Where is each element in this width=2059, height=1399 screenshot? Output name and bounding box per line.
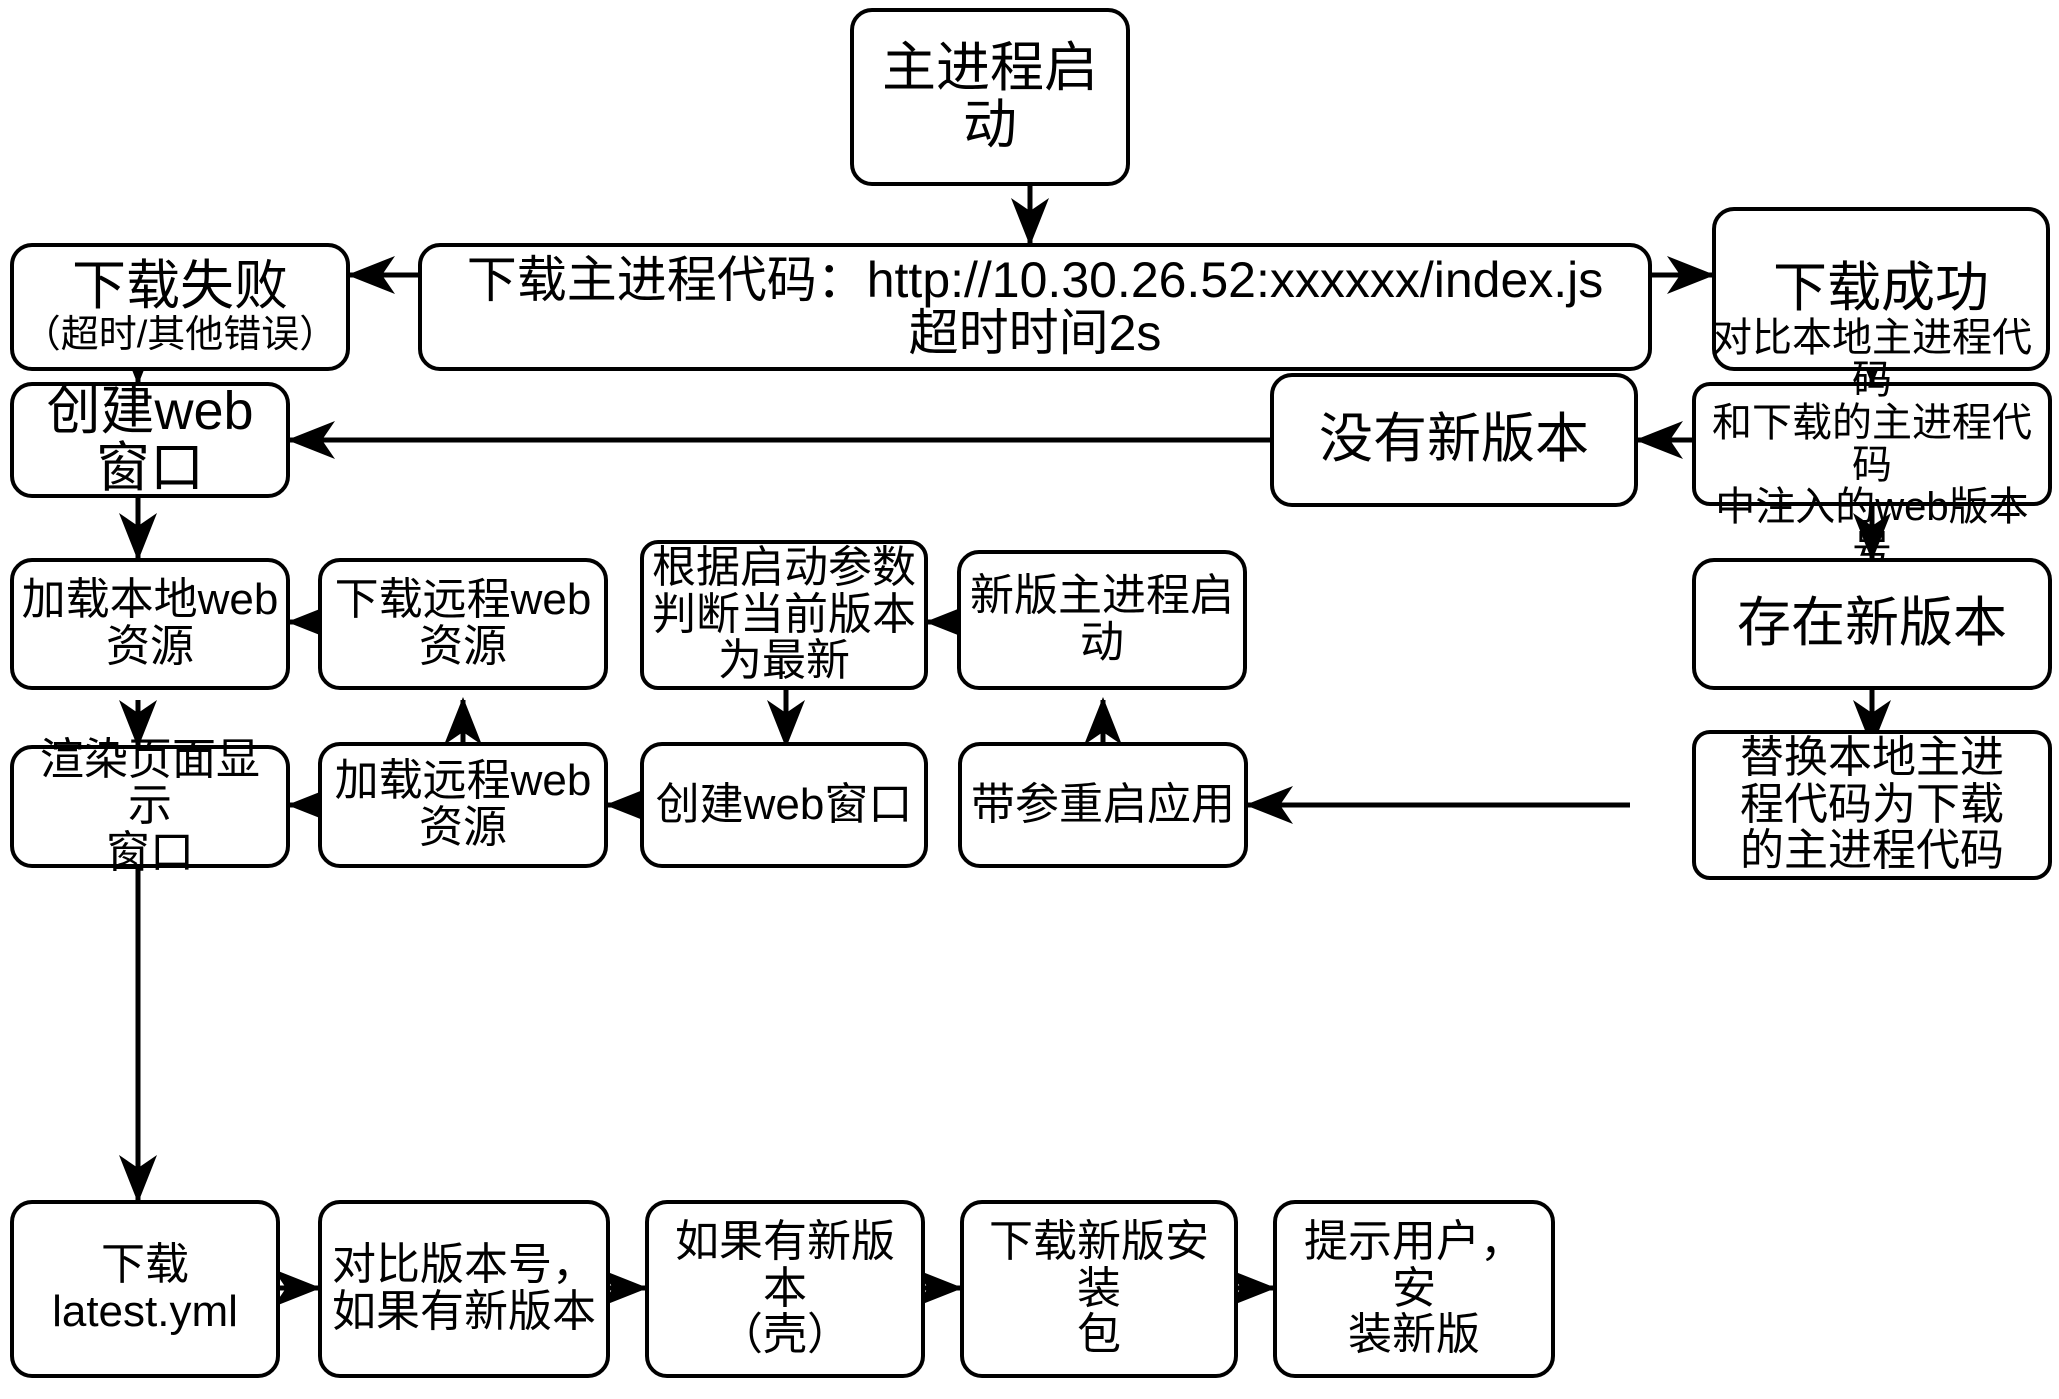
node-download-latest-yml-label: 下载latest.yml: [52, 1240, 238, 1336]
node-compare-version[interactable]: 对比本地主进程代码 和下载的主进程代码 中注入的web版本号: [1692, 317, 2052, 571]
node-compare-shell-version-label: 对比版本号， 如果有新版本: [332, 1240, 596, 1336]
node-no-new-version[interactable]: 没有新版本: [1270, 373, 1638, 507]
node-download-latest-yml[interactable]: 下载latest.yml: [10, 1200, 280, 1378]
node-download-success[interactable]: 下载成功: [1712, 207, 2050, 371]
node-load-remote-web[interactable]: 加载远程web 资源: [318, 742, 608, 868]
node-render-window[interactable]: 渲染页面显示 窗口: [10, 736, 290, 876]
node-download-fail-label: 下载失败: [72, 256, 288, 317]
node-download-success-label: 下载成功: [1773, 258, 1989, 319]
node-has-new-version-label: 存在新版本: [1737, 593, 2007, 654]
node-judge-current-version-latest-label: 根据启动参数 判断当前版本 为最新: [652, 543, 916, 686]
node-main-start-label: 主进程启动: [882, 37, 1098, 155]
node-download-installer[interactable]: 下载新版安装 包: [960, 1200, 1238, 1378]
node-create-web-window-1-label: 创建web窗口: [46, 380, 254, 498]
node-restart-with-args[interactable]: 带参重启应用: [958, 742, 1248, 868]
node-download-installer-label: 下载新版安装 包: [989, 1217, 1209, 1360]
node-load-local-web-label: 加载本地web 资源: [21, 575, 279, 671]
node-replace-main-code[interactable]: 替换本地主进 程代码为下载 的主进程代码: [1692, 730, 2052, 880]
node-if-new-shell-version-label: 如果有新版本 （壳）: [675, 1217, 895, 1360]
node-prompt-user-install[interactable]: 提示用户，安 装新版: [1273, 1200, 1555, 1378]
node-load-remote-web-label: 加载远程web 资源: [334, 756, 592, 852]
node-download-main-code-label: 下载主进程代码：http://10.30.26.52:xxxxxx/index.…: [466, 252, 1604, 361]
node-judge-current-version-latest[interactable]: 根据启动参数 判断当前版本 为最新: [640, 540, 928, 690]
node-create-web-window-1[interactable]: 创建web窗口: [10, 382, 290, 498]
node-download-fail[interactable]: 下载失败 （超时/其他错误）: [10, 243, 350, 371]
node-prompt-user-install-label: 提示用户，安 装新版: [1304, 1217, 1524, 1360]
node-download-fail-sublabel: （超时/其他错误）: [22, 313, 338, 356]
node-new-main-process-start[interactable]: 新版主进程启 动: [957, 550, 1247, 690]
node-render-window-label: 渲染页面显示 窗口: [40, 734, 260, 877]
node-new-main-process-start-label: 新版主进程启 动: [970, 571, 1234, 667]
node-load-local-web[interactable]: 加载本地web 资源: [10, 558, 290, 690]
node-main-start[interactable]: 主进程启动: [850, 8, 1130, 186]
node-if-new-shell-version[interactable]: 如果有新版本 （壳）: [645, 1200, 925, 1378]
node-create-web-window-2[interactable]: 创建web窗口: [640, 742, 928, 868]
node-download-main-code[interactable]: 下载主进程代码：http://10.30.26.52:xxxxxx/index.…: [418, 243, 1652, 371]
node-create-web-window-2-label: 创建web窗口: [655, 779, 913, 829]
node-replace-main-code-label: 替换本地主进 程代码为下载 的主进程代码: [1740, 733, 2004, 876]
node-compare-version-label: 对比本地主进程代码 和下载的主进程代码 中注入的web版本号: [1712, 315, 2032, 572]
node-compare-shell-version[interactable]: 对比版本号， 如果有新版本: [318, 1200, 610, 1378]
node-download-remote-web[interactable]: 下载远程web 资源: [318, 558, 608, 690]
node-no-new-version-label: 没有新版本: [1319, 409, 1589, 470]
node-restart-with-args-label: 带参重启应用: [971, 779, 1235, 829]
node-download-remote-web-label: 下载远程web 资源: [334, 575, 592, 671]
node-has-new-version[interactable]: 存在新版本: [1692, 558, 2052, 690]
